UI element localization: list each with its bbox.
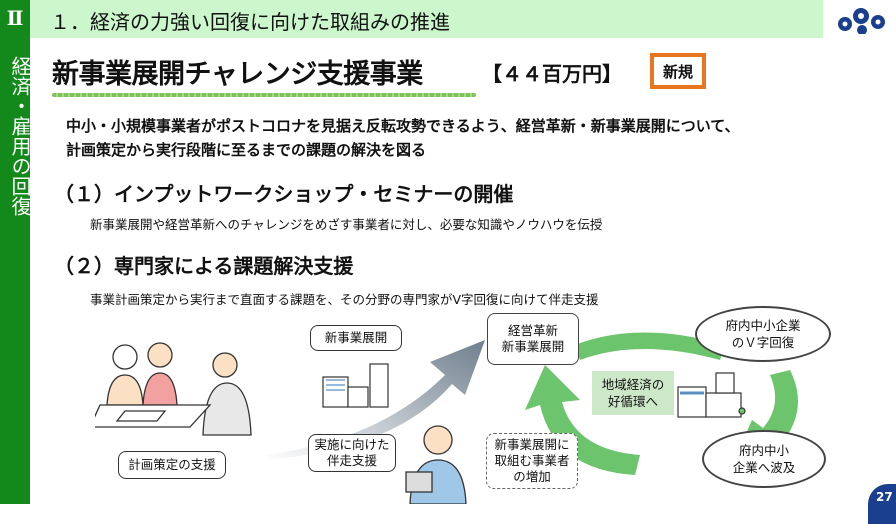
chapter-title: 経済・雇用の回復 <box>8 56 32 216</box>
cycle-v-recovery-cloud: 府内中小企業 のＶ字回復 <box>695 306 831 362</box>
section-header: １．経済の力強い回復に向けた取組みの推進 <box>30 0 823 38</box>
lead-text: 中小・小規模事業者がポストコロナを見据え反転攻勢できるよう、経営革新・新事業展開… <box>66 114 740 162</box>
chapter-number: Ⅱ <box>6 6 24 30</box>
new-badge: 新規 <box>650 53 706 89</box>
factory-icon <box>677 372 746 418</box>
section-heading: （２）専門家による課題解決支援 <box>54 254 354 278</box>
chapter-sidebar: Ⅱ 経済・雇用の回復 <box>0 0 32 504</box>
section-description: 事業計画策定から実行まで直面する課題を、その分野の専門家がV字回復に向けて伴走支… <box>90 292 599 307</box>
lead-line: 中小・小規模事業者がポストコロナを見据え反転攻勢できるよう、経営革新・新事業展開… <box>66 117 740 135</box>
cycle-spread-cloud: 府内中小 企業へ波及 <box>702 430 826 488</box>
budget-label: 【４４百万円】 <box>482 62 622 86</box>
title-underline <box>52 93 476 97</box>
cycle-center-label: 地域経済の 好循環へ <box>592 371 674 415</box>
cycle-innovation-box: 経営革新 新事業展開 <box>487 313 579 365</box>
section-description: 新事業展開や経営革新へのチャレンジをめざす事業者に対し、必要な知識やノウハウを伝… <box>90 217 603 232</box>
cycle-text: 経営革新 新事業展開 <box>501 323 565 354</box>
section-heading: （１）インプットワークショップ・セミナーの開催 <box>54 182 514 206</box>
consultant-illustration <box>405 425 467 504</box>
new-business-label: 新事業展開 <box>310 325 402 351</box>
page-number: 27 <box>868 484 896 524</box>
accompany-support-label: 実施に向けた 伴走支援 <box>308 434 396 472</box>
plan-support-label: 計画策定の支援 <box>118 451 226 479</box>
building-icon <box>322 363 389 408</box>
meeting-illustration <box>95 342 252 436</box>
cycle-increase-box: 新事業展開に 取組む事業者 の増加 <box>486 433 578 489</box>
cycle-text: 府内中小企業 のＶ字回復 <box>725 318 801 350</box>
osaka-logo-icon <box>838 8 885 34</box>
cycle-text: 府内中小 企業へ波及 <box>732 443 796 475</box>
page-title: 新事業展開チャレンジ支援事業 <box>52 59 423 90</box>
lead-line: 計画策定から実行段階に至るまでの課題の解決を図る <box>66 141 427 159</box>
